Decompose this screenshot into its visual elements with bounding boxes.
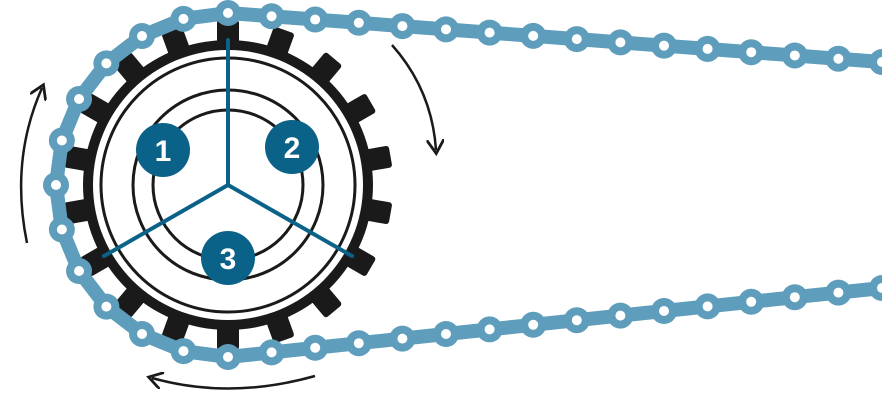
chain-pin: [223, 352, 233, 362]
chain-pin: [659, 306, 669, 316]
chain-pin: [571, 315, 582, 326]
chain-pin: [397, 333, 408, 344]
chain-pin: [266, 11, 277, 22]
chain-pin: [137, 328, 147, 339]
segment-badge-1: 1: [136, 123, 190, 177]
chain-pin: [528, 30, 539, 41]
chain-pin: [659, 40, 669, 51]
curved-arrow-clockwise-icon: [391, 44, 436, 150]
chain-pin: [789, 292, 800, 303]
chain-pin: [137, 31, 147, 42]
chain-pin: [833, 53, 844, 64]
chain-pin: [310, 342, 321, 353]
chain-pin: [746, 47, 757, 58]
chain-pin: [56, 224, 67, 235]
chain-pin: [528, 319, 539, 330]
chain-pin: [178, 13, 189, 24]
chain-pin: [101, 58, 112, 69]
chain-pin: [789, 50, 800, 61]
chain-pin: [353, 17, 364, 28]
bicycle-chain: [43, 0, 882, 370]
chain-pin: [51, 180, 61, 190]
curved-arrow-up-icon: [19, 88, 42, 244]
chain-pin: [74, 94, 85, 104]
chain-pin: [56, 135, 67, 146]
chain-pin: [353, 338, 364, 349]
chain-pin: [615, 310, 626, 321]
chain-pin: [615, 37, 626, 48]
chain-pin: [178, 346, 189, 357]
chain-pin: [74, 266, 85, 276]
segment-badge-2: 2: [265, 120, 319, 174]
chain-pin: [223, 8, 233, 18]
chain-pin: [833, 287, 844, 298]
chain-pin: [266, 347, 277, 358]
chain-pin: [310, 14, 321, 25]
chain-pin: [877, 57, 882, 67]
chain-roller: [869, 49, 882, 75]
curved-arrow-left-icon: [152, 376, 316, 390]
chain-pin: [571, 34, 582, 45]
segment-label-2: 2: [284, 132, 301, 165]
chain-pin: [441, 329, 451, 339]
segment-label-1: 1: [155, 135, 172, 168]
chain-pin: [702, 301, 713, 312]
chain-pin: [877, 283, 882, 293]
segment-label-3: 3: [220, 243, 237, 276]
chain-pin: [441, 24, 451, 35]
segment-dividers: [102, 38, 354, 258]
chain-pin: [746, 296, 757, 307]
segment-badge-3: 3: [201, 231, 255, 285]
chain-pin: [101, 301, 112, 312]
chain-pin: [484, 324, 495, 335]
chain-pin: [702, 43, 713, 54]
chain-pin: [397, 21, 408, 32]
chain-pin: [484, 27, 495, 38]
chain-roller: [869, 275, 882, 301]
